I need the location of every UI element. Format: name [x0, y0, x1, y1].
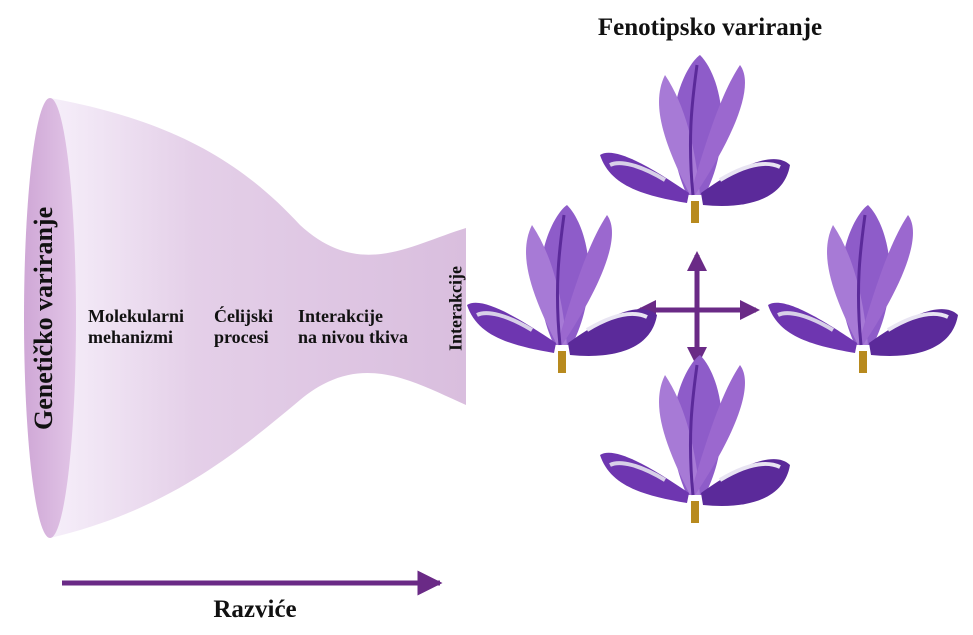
stage-label-cellular: Ćelijski procesi	[214, 306, 274, 347]
four-way-arrow-icon	[636, 251, 760, 367]
iris-flower-icon	[598, 53, 792, 225]
stage-label-molecular: Molekularni mehanizmi	[88, 306, 185, 347]
interactions-label: Interakcije	[445, 266, 466, 351]
iris-flower-icon	[465, 203, 659, 375]
genetic-variation-label: Genetičko variranje	[29, 206, 58, 430]
stage-label-tissue: Interakcije na nivou tkiva	[298, 306, 409, 347]
funnel-body	[50, 98, 466, 538]
funnel-cap	[24, 98, 76, 538]
iris-flower-icon	[766, 203, 960, 375]
phenotypic-variation-title: Fenotipsko variranje	[597, 14, 823, 41]
development-label: Razviće	[213, 596, 297, 623]
iris-flower-icon	[598, 353, 792, 525]
